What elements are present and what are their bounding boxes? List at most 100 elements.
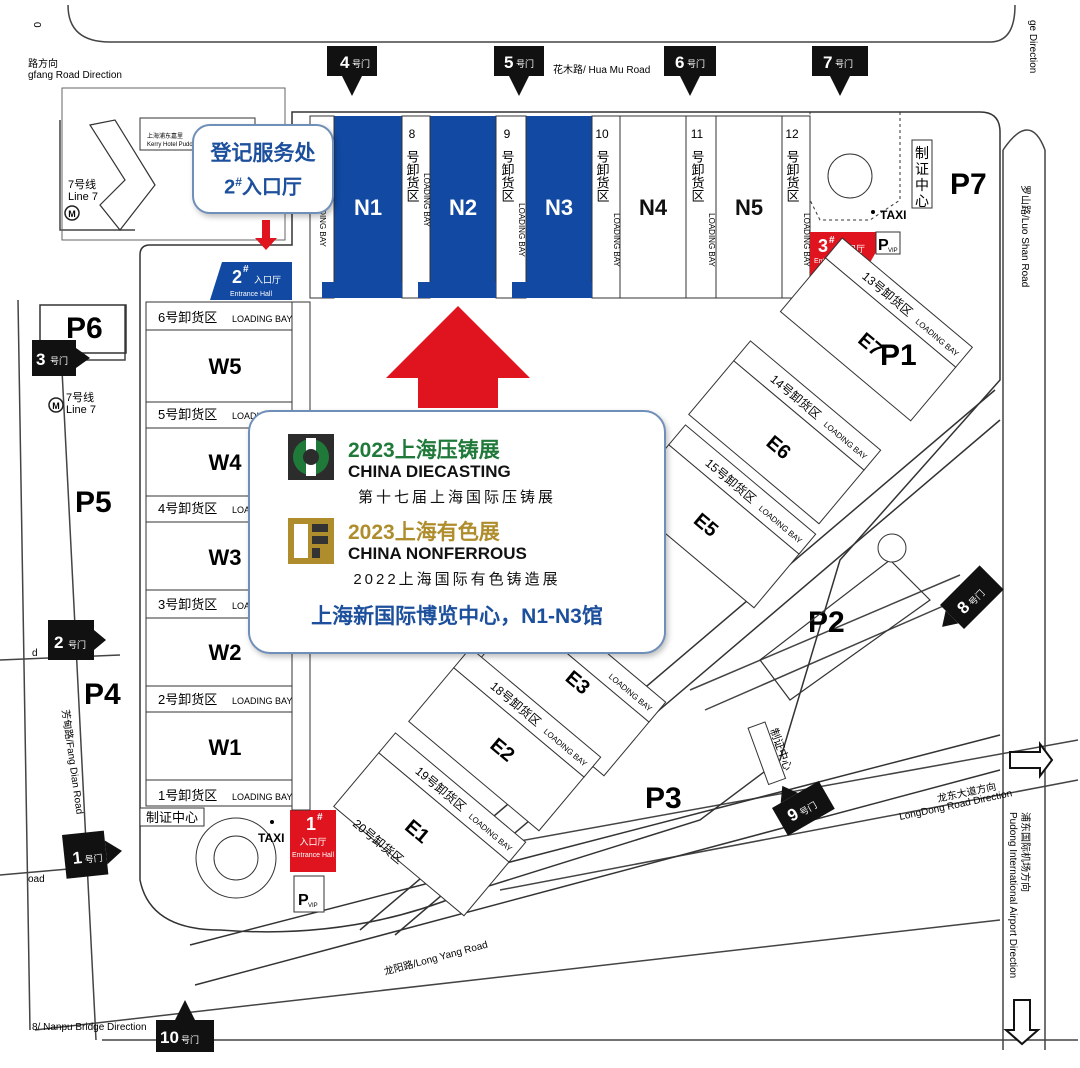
bay-11-cn: 号卸货区 — [690, 150, 705, 202]
badge-center-se: 制证中心 — [747, 721, 794, 786]
gate-6[interactable]: 6 号门 — [664, 46, 716, 96]
entrance-1-en: Entrance Hall — [292, 852, 334, 859]
direction-arrow-south — [1003, 999, 1041, 1046]
bay-1-en: LOADING BAY — [232, 792, 292, 802]
badge-center-char-4: 心 — [915, 194, 929, 210]
south-plaza: TAXI 制证中心 — [139, 807, 284, 899]
site-boundary — [139, 111, 1001, 933]
entrance-1[interactable]: 1 # 入口厅 Entrance Hall — [290, 810, 336, 872]
nonferrous-en: CHINA NONFERROUS — [348, 544, 527, 563]
svg-text:VIP: VIP — [308, 903, 318, 909]
bay-12-en: LOADING BAY — [802, 213, 811, 267]
direction-arrow-east — [1009, 741, 1054, 779]
svg-text:3: 3 — [36, 350, 45, 369]
entrance-2[interactable]: 2 # 入口厅 Entrance Hall — [210, 262, 292, 300]
hall-n5-label: N5 — [735, 195, 763, 220]
svg-text:号门: 号门 — [181, 1034, 199, 1045]
gate-9[interactable]: 9 号门 — [765, 769, 835, 836]
badge-center-west: 制证中心 — [146, 811, 198, 826]
metro-line7-left: M 7号线 Line 7 — [48, 390, 96, 416]
big-red-arrow — [386, 306, 530, 408]
hall-n1-label: N1 — [354, 195, 382, 220]
venue-halls: 上海新国际博览中心，N1-N3馆 — [311, 605, 603, 628]
svg-text:入口厅: 入口厅 — [254, 275, 281, 286]
bay-8-en: LOADING BAY — [422, 173, 431, 227]
gates: 4 号门 5 号门 6 号门 7 号门 3 号门 — [32, 46, 1004, 1052]
gate-10[interactable]: 10 号门 — [156, 1000, 214, 1052]
hall-e2[interactable] — [408, 667, 585, 832]
road-long-yang: 龙阳路/Long Yang Road — [382, 938, 489, 978]
bay-1-label: 1号卸货区 — [158, 788, 217, 803]
parking-vip-north: P VIP — [875, 231, 901, 255]
bay-8-num: 8 — [409, 127, 416, 141]
hall-n2[interactable] — [430, 116, 496, 298]
hall-n4-label: N4 — [639, 195, 668, 220]
svg-text:VIP: VIP — [888, 248, 898, 254]
hall-e6[interactable] — [688, 360, 865, 525]
registration-title: 登记服务处 — [210, 142, 316, 165]
svg-text:Entrance Hall: Entrance Hall — [230, 291, 272, 298]
metro-icon — [64, 205, 80, 221]
metro-line7-top: 7号线 Line 7 M — [64, 177, 98, 221]
hall-w4-label: W4 — [209, 450, 243, 475]
nonferrous-title: 2023上海有色展 — [348, 521, 500, 544]
road-left-frag-2: oad — [28, 874, 45, 885]
bay-10-num: 10 — [595, 127, 609, 141]
north-halls: N1 N2 N3 N4 N5 8 号卸货区 LOADING BAY 9 号卸货区… — [309, 115, 811, 299]
registration-callout: 登记服务处 2#入口厅 — [192, 124, 334, 214]
svg-text:号门: 号门 — [84, 852, 103, 865]
nonferrous-logo-icon — [288, 518, 334, 564]
bay-10-cn: 号卸货区 — [595, 150, 610, 202]
svg-text:号门: 号门 — [687, 58, 705, 69]
svg-text:4: 4 — [340, 53, 350, 72]
hall-n1[interactable] — [334, 116, 402, 298]
hall-w3-label: W3 — [209, 545, 242, 570]
svg-text:#: # — [317, 812, 323, 823]
svg-text:2: 2 — [232, 267, 242, 287]
bay-10-en: LOADING BAY — [612, 213, 621, 267]
gate-4[interactable]: 4 号门 — [327, 46, 377, 96]
road-fangfang-cn: 路方向 — [28, 57, 58, 70]
taxi-south: TAXI — [258, 831, 284, 845]
hall-e1[interactable] — [333, 752, 510, 917]
registration-arrow — [255, 220, 277, 250]
hall-n3[interactable] — [526, 116, 592, 298]
svg-text:P: P — [298, 892, 309, 909]
bay-n1-en: LOADING BAY — [318, 193, 327, 247]
bay-8-cn: 号卸货区 — [405, 150, 420, 202]
badge-center-char-3: 中 — [915, 178, 929, 194]
hall-w5[interactable] — [145, 329, 293, 403]
svg-text:7: 7 — [823, 53, 832, 72]
svg-text:#: # — [829, 235, 835, 246]
gate-2[interactable]: 2 号门 — [48, 620, 106, 660]
gate-5[interactable]: 5 号门 — [494, 46, 544, 96]
hall-n5[interactable] — [715, 115, 783, 299]
bay-12-cn: 号卸货区 — [785, 150, 800, 202]
svg-text:6: 6 — [675, 53, 684, 72]
gate-3[interactable]: 3 号门 — [32, 340, 90, 376]
parking-p6: P6 — [66, 312, 103, 345]
svg-text:7号线: 7号线 — [68, 177, 96, 191]
svg-text:号门: 号门 — [516, 58, 534, 69]
svg-text:1: 1 — [306, 814, 316, 834]
gate-7[interactable]: 7 号门 — [812, 46, 868, 96]
diecasting-subtitle: 第十七届上海国际压铸展 — [357, 489, 556, 506]
parking-lots: P1 P2 P3 P4 P5 P6 P7 — [39, 168, 987, 815]
parking-p2: P2 — [808, 606, 845, 639]
road-airport-en: Pudong International Airport Direction — [1007, 812, 1018, 978]
svg-text:P: P — [878, 237, 889, 254]
bay-6-label: 6号卸货区 — [158, 310, 217, 325]
metro-icon — [48, 397, 64, 413]
svg-text:号门: 号门 — [352, 58, 370, 69]
hall-e7[interactable] — [779, 257, 957, 422]
east-halls: 13号卸货区 E7 LOADING BAY 14号卸货区 E6 LOADING … — [333, 237, 974, 917]
svg-text:M: M — [52, 401, 60, 411]
gate-8[interactable]: 8 号门 — [930, 565, 1004, 639]
gate-1[interactable]: 1 号门 — [62, 829, 124, 879]
hall-n4[interactable] — [619, 115, 687, 299]
bay-12-num: 12 — [785, 127, 799, 141]
diecasting-en: CHINA DIECASTING — [348, 462, 511, 481]
road-hua-mu: 花木路/ Hua Mu Road — [553, 63, 650, 76]
svg-text:1: 1 — [72, 848, 83, 868]
